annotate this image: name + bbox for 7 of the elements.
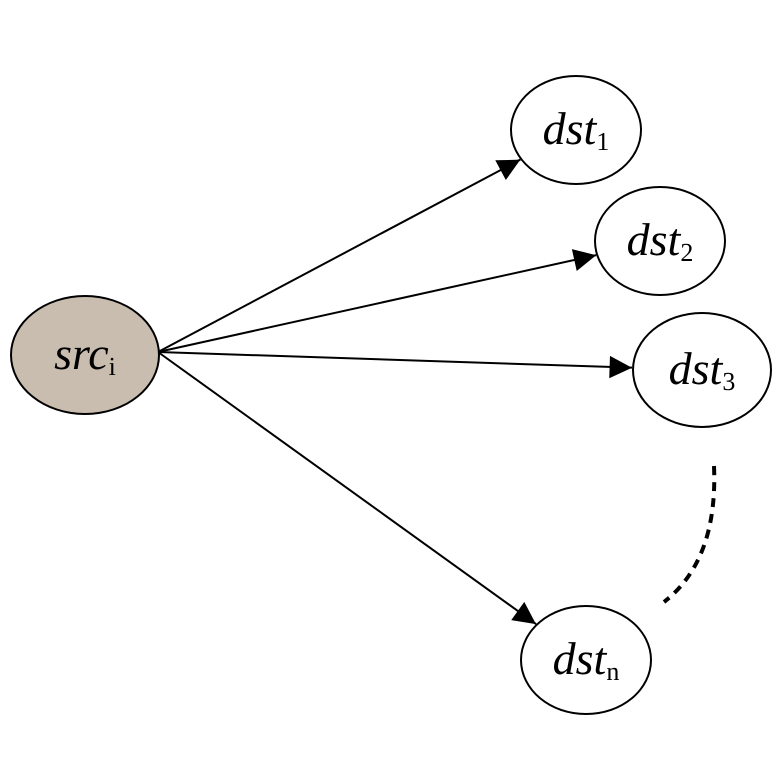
node-label: dst$_{2}$ bbox=[626, 216, 694, 266]
node-label: dst$_{n}$ bbox=[552, 636, 620, 684]
arrow bbox=[158, 158, 521, 353]
node-label: dst$_{1}$ bbox=[542, 106, 610, 154]
node-label: dst$_{3}$ bbox=[668, 346, 736, 394]
node-label: src$_{i}$ bbox=[54, 330, 116, 380]
arrow bbox=[158, 351, 632, 378]
